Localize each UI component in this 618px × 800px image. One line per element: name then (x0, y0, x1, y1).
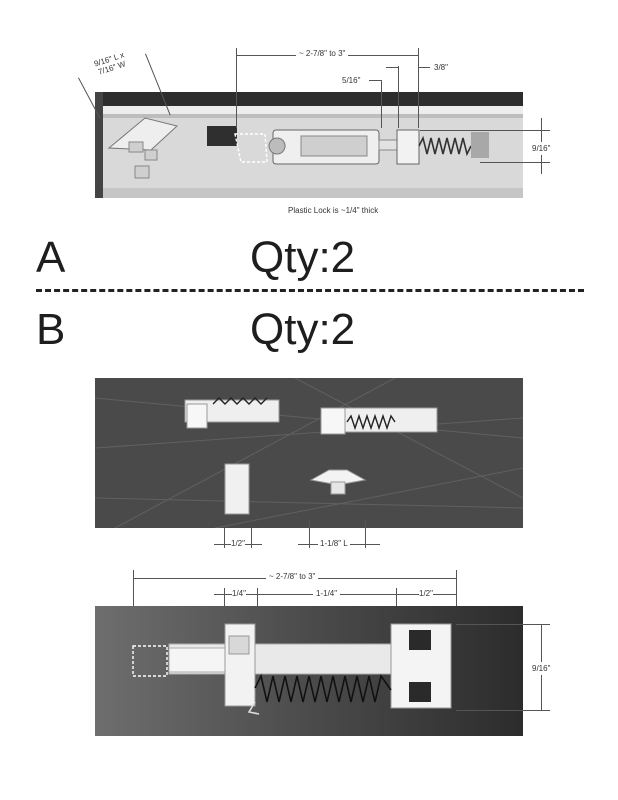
dim-bottom-left-label: 1/4" (232, 589, 246, 598)
lock-closeup-drawing (95, 606, 523, 736)
photo-lock-closeup (95, 606, 523, 736)
photo-sash-lock-installed (95, 92, 523, 198)
dim-line-5-16b (398, 66, 399, 128)
dim-bottom-tick-right (456, 570, 457, 624)
dim-bottom-length-label: ~ 2-7/8" to 3" (266, 572, 319, 581)
dim-arrow-3-8 (418, 67, 430, 68)
dim-label-tab: 9/16" L x 7/16" W (93, 50, 127, 77)
dim-label-5-16: 5/16" (342, 76, 361, 85)
photo-parts-on-wood (95, 378, 523, 528)
dim-bottom-height-label: 9/16" (531, 662, 552, 675)
dim-parts-small-label: 1/2" (231, 539, 245, 548)
caption-thickness: Plastic Lock is ~1/4" thick (288, 206, 379, 215)
dim-bottom-tick-left (133, 570, 134, 636)
dim-bottom-right-label: 1/2" (419, 589, 433, 598)
section-letter-b: B (36, 305, 66, 354)
dim-label-3-8: 3/8" (434, 63, 448, 72)
section-qty-a: Qty:2 (250, 233, 356, 282)
dim-parts-small-tick-l (224, 528, 225, 548)
dim-parts-tab-tick-l (309, 520, 310, 548)
dashed-divider (36, 289, 584, 292)
dim-bottom-middle-label: 1-1/4" (313, 589, 341, 598)
dim-arrow-3-8b (386, 67, 398, 68)
dim-parts-tab-tick-r (365, 520, 366, 548)
dim-bottom-ext-bottom (456, 710, 550, 711)
dim-label-height: 9/16" (531, 142, 552, 155)
dim-arrow-5-16 (369, 80, 381, 81)
section-qty-b: Qty:2 (250, 305, 356, 354)
dim-label-length: ~ 2-7/8" to 3" (296, 49, 349, 58)
dim-tick-right (418, 48, 419, 128)
dim-tick-left (236, 48, 237, 128)
parts-drawing (95, 378, 523, 528)
sash-lock-drawing (95, 92, 523, 198)
section-letter-a: A (36, 233, 66, 282)
dim-ext-top (420, 130, 550, 131)
dim-ext-bottom (480, 162, 550, 163)
dim-parts-small-tick-r (251, 528, 252, 548)
dim-line-5-16 (381, 80, 382, 128)
dim-parts-tab-label: 1-1/8" L (318, 539, 350, 548)
dim-bottom-ext-top (456, 624, 550, 625)
